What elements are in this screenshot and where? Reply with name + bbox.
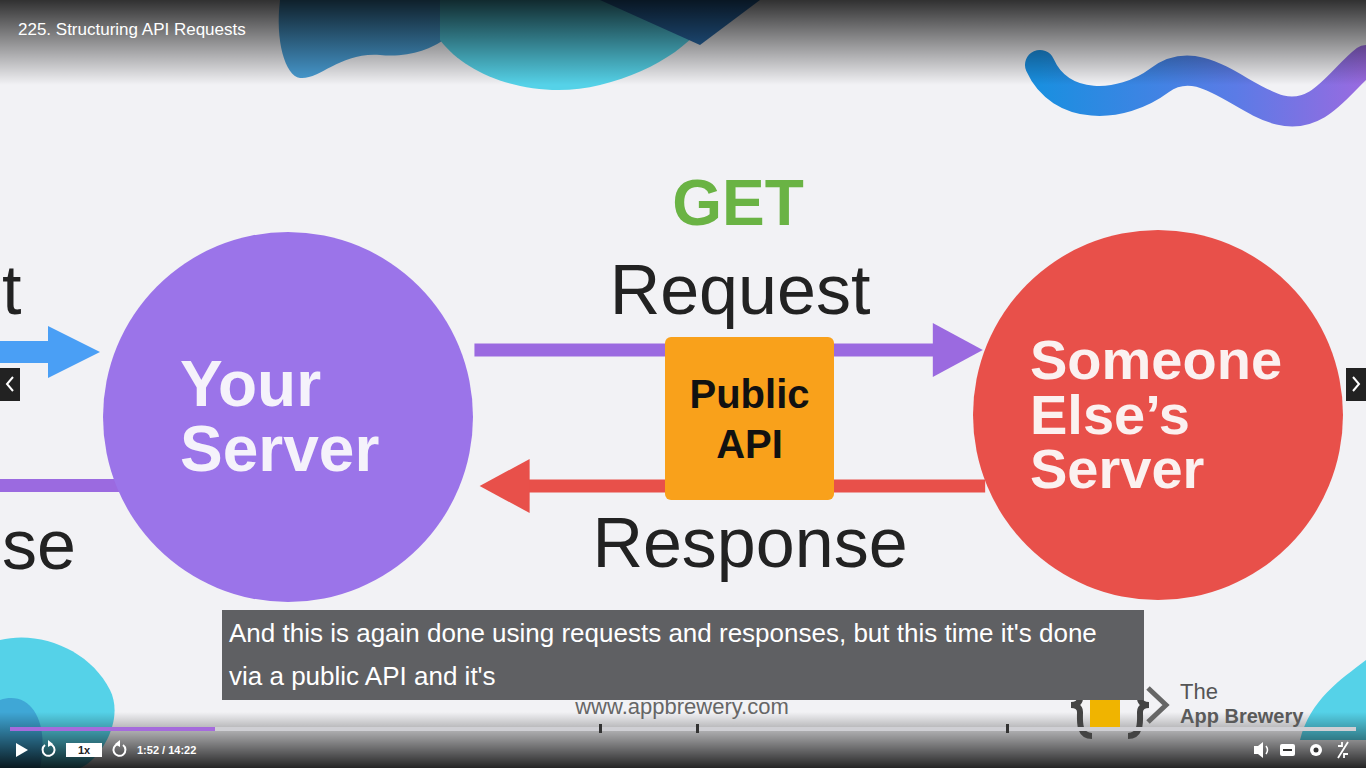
volume-icon — [1254, 742, 1263, 758]
progress-tick — [599, 724, 602, 733]
connector-line — [834, 344, 935, 357]
nav-button — [0, 368, 20, 401]
chevron-icon — [1353, 377, 1359, 391]
forward-icon — [113, 744, 125, 756]
progress-tick — [1006, 724, 1009, 733]
connector-line — [528, 480, 665, 493]
arrowhead — [480, 459, 530, 513]
partial-word: se — [2, 510, 76, 580]
arrowhead — [933, 323, 983, 377]
connector — [474, 350, 665, 351]
progress-track — [10, 727, 1356, 731]
request-label: Request — [610, 255, 871, 325]
partial-word: t — [2, 255, 21, 325]
chevron-icon — [7, 377, 13, 391]
logo-text: App Brewery — [1180, 706, 1303, 726]
circle-fill — [103, 232, 473, 602]
api-box: Public API — [665, 337, 834, 500]
server-circle: Your Server — [103, 232, 473, 602]
method-label: GET — [672, 171, 804, 235]
nav-button — [1346, 368, 1366, 401]
connector-line — [834, 480, 985, 493]
fullscreen-icon — [1338, 742, 1348, 758]
partial-arrow — [0, 326, 100, 378]
server-name: Your Server — [180, 352, 442, 483]
volume-icon — [1266, 746, 1268, 754]
response-label: Response — [592, 508, 907, 578]
cc-icon — [1280, 744, 1295, 756]
video-title: 225. Structuring API Requests — [18, 20, 246, 40]
connector — [480, 459, 665, 513]
control-shade — [0, 712, 1366, 768]
settings-icon — [1314, 748, 1319, 753]
connector — [834, 486, 985, 487]
forward-icon-head — [115, 740, 120, 747]
partial-line — [0, 479, 125, 492]
server-name: Someone Else’s Server — [1030, 333, 1322, 498]
connector — [834, 323, 983, 377]
server-circle: Someone Else’s Server — [973, 230, 1343, 600]
api-name: Public API — [675, 369, 825, 469]
cc-icon — [1283, 749, 1292, 751]
circle-fill — [973, 230, 1343, 600]
subtitle-box: And this is again done using requests an… — [222, 610, 1144, 700]
speed-label: 1x — [78, 745, 90, 756]
connector-line — [474, 344, 665, 357]
time-label: 1:52 / 14:22 — [137, 745, 196, 756]
logo-text: The — [1180, 681, 1218, 703]
progress-tick — [696, 724, 699, 733]
rewind-icon — [43, 744, 55, 756]
title-shade — [0, 0, 1366, 85]
progress-played — [10, 727, 215, 731]
settings-icon — [1310, 744, 1322, 756]
speed-box — [66, 743, 102, 757]
subtitle-text: And this is again done using requests an… — [229, 612, 1137, 698]
play-icon — [16, 743, 28, 757]
rewind-icon-head — [48, 740, 53, 747]
